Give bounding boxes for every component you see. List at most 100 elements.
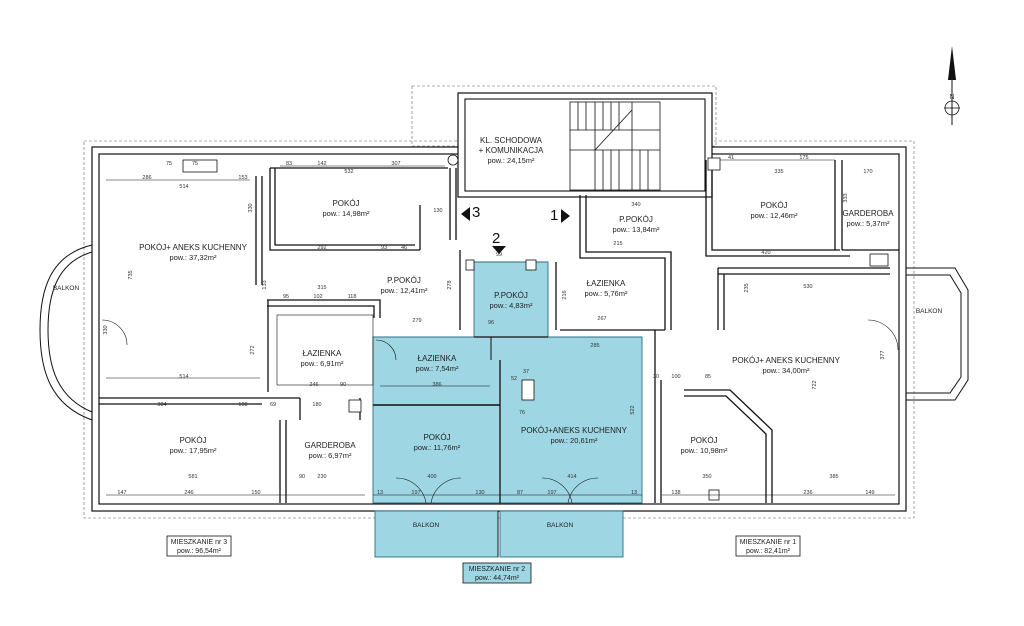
dim-label: 150 — [251, 490, 260, 496]
dim-label: 197 — [411, 490, 420, 496]
dim-label: 41 — [728, 155, 734, 161]
balcony-label: BALKON — [547, 522, 574, 529]
room-name: POKÓJ+ ANEKS KUCHENNY — [732, 356, 840, 365]
dim-label: 330 — [103, 325, 109, 334]
dim-label: 93 — [381, 245, 387, 251]
dim-label: 96 — [488, 320, 494, 326]
dim-label: 215 — [613, 241, 622, 247]
room-area: pow.: 5,37m² — [847, 219, 890, 228]
dim-label: 236 — [803, 490, 812, 496]
dim-label: 335 — [774, 169, 783, 175]
room-name: P.POKÓJ — [619, 215, 653, 224]
dim-label: 52 — [511, 376, 517, 382]
balcony-right — [906, 267, 969, 401]
dim-label: 246 — [309, 382, 318, 388]
balcony-left — [39, 244, 93, 421]
dim-label: 197 — [547, 490, 556, 496]
room-area: pow.: 17,95m² — [169, 446, 217, 455]
room-area: pow.: 7,54m² — [416, 364, 459, 373]
room-area: pow.: 11,76m² — [414, 443, 461, 452]
dim-label: 522 — [630, 405, 636, 414]
room-area: pow.: 6,97m² — [309, 451, 352, 460]
dim-label: 340 — [631, 202, 640, 208]
apartment-name: MIESZKANIE nr 3 — [171, 539, 228, 546]
dim-label: 286 — [142, 175, 151, 181]
stair-markers: 1 2 3 — [461, 204, 570, 254]
room-name: ŁAZIENKA — [418, 354, 457, 363]
dim-label: 75 — [192, 161, 198, 167]
interior-walls — [99, 160, 899, 503]
dim-label: 147 — [117, 490, 126, 496]
room-area: pow.: 14,98m² — [322, 209, 370, 218]
dim-label: 735 — [128, 270, 134, 279]
dim-label: 307 — [391, 161, 400, 167]
dim-label: 350 — [702, 474, 711, 480]
dim-label: 175 — [799, 155, 808, 161]
dim-label: 90 — [299, 474, 305, 480]
room-name: POKÓJ+ ANEKS KUCHENNY — [139, 243, 247, 252]
fixtures — [182, 154, 889, 501]
apartment-area: pow.: 96,54m² — [177, 548, 222, 555]
dim-label: 138 — [671, 490, 680, 496]
dim-label: 13 — [631, 490, 637, 496]
dim-label: 514 — [179, 374, 188, 380]
dim-label: 230 — [317, 474, 326, 480]
dim-label: 216 — [562, 290, 568, 299]
dim-label: 83 — [286, 161, 292, 167]
dim-label: 278 — [447, 280, 453, 289]
dim-label: 99 — [496, 252, 502, 258]
balcony-label: BALKON — [413, 522, 440, 529]
dim-label: 279 — [412, 318, 421, 324]
dim-label: 130 — [433, 208, 442, 214]
room-area: pow.: 12,46m² — [750, 211, 798, 220]
dim-label: 514 — [179, 184, 188, 190]
dim-label: 532 — [344, 169, 353, 175]
room-name: POKÓJ — [179, 436, 206, 445]
apartment-area: pow.: 44,74m² — [475, 575, 520, 582]
compass-north-arrow: N — [944, 46, 960, 125]
dim-label: 76 — [519, 410, 525, 416]
apartment-name: MIESZKANIE nr 1 — [740, 539, 797, 546]
room-area: pow.: 6,91m² — [301, 359, 344, 368]
apartment-name: MIESZKANIE nr 2 — [469, 566, 526, 573]
dim-label: 100 — [671, 374, 680, 380]
dim-label: 85 — [705, 374, 711, 380]
dim-label: 37 — [523, 369, 529, 375]
dim-label: 87 — [517, 490, 523, 496]
dim-label: 530 — [803, 284, 812, 290]
dim-label: 315 — [317, 285, 326, 291]
dim-label: 69 — [270, 402, 276, 408]
apartment-2-box: MIESZKANIE nr 2 pow.: 44,74m² — [462, 562, 532, 584]
apartment-2-highlight — [372, 261, 643, 504]
room-name: GARDEROBA — [842, 209, 894, 218]
dim-label: 377 — [880, 350, 886, 359]
room-name: POKÓJ — [760, 201, 787, 210]
stair-area: pow.: 24,15m² — [487, 156, 535, 165]
dim-label: 118 — [348, 294, 357, 300]
room-name: POKÓJ — [332, 199, 359, 208]
dim-label: 272 — [250, 345, 256, 354]
dim-label: 385 — [829, 474, 838, 480]
dimension-labels: 83 142 307 532 75 75 286 514 153 292 93 … — [103, 155, 886, 496]
compass-letter: N — [949, 94, 954, 101]
apartment-1-box: MIESZKANIE nr 1 pow.: 82,41m² — [735, 535, 801, 557]
dim-label: 414 — [567, 474, 576, 480]
dim-label: 13 — [377, 490, 383, 496]
balcony-label: BALKON — [53, 285, 80, 292]
dim-label: 75 — [166, 161, 172, 167]
marker-3: 3 — [472, 204, 480, 221]
marker-2: 2 — [492, 230, 500, 247]
dim-label: 581 — [188, 474, 197, 480]
room-labels: KL. SCHODOWA + KOMUNIKACJA pow.: 24,15m²… — [139, 136, 894, 460]
balconies-bottom — [374, 510, 624, 558]
dim-label: 333 — [843, 193, 849, 202]
dim-label: 180 — [312, 402, 321, 408]
stair-label-2: + KOMUNIKACJA — [479, 146, 544, 155]
dim-label: 246 — [184, 490, 193, 496]
room-area: pow.: 34,00m² — [762, 366, 810, 375]
dim-label: 267 — [597, 316, 606, 322]
dim-label: 722 — [812, 380, 818, 389]
dim-label: 30 — [653, 374, 659, 380]
dim-label: 149 — [865, 490, 874, 496]
marker-1: 1 — [550, 207, 558, 224]
